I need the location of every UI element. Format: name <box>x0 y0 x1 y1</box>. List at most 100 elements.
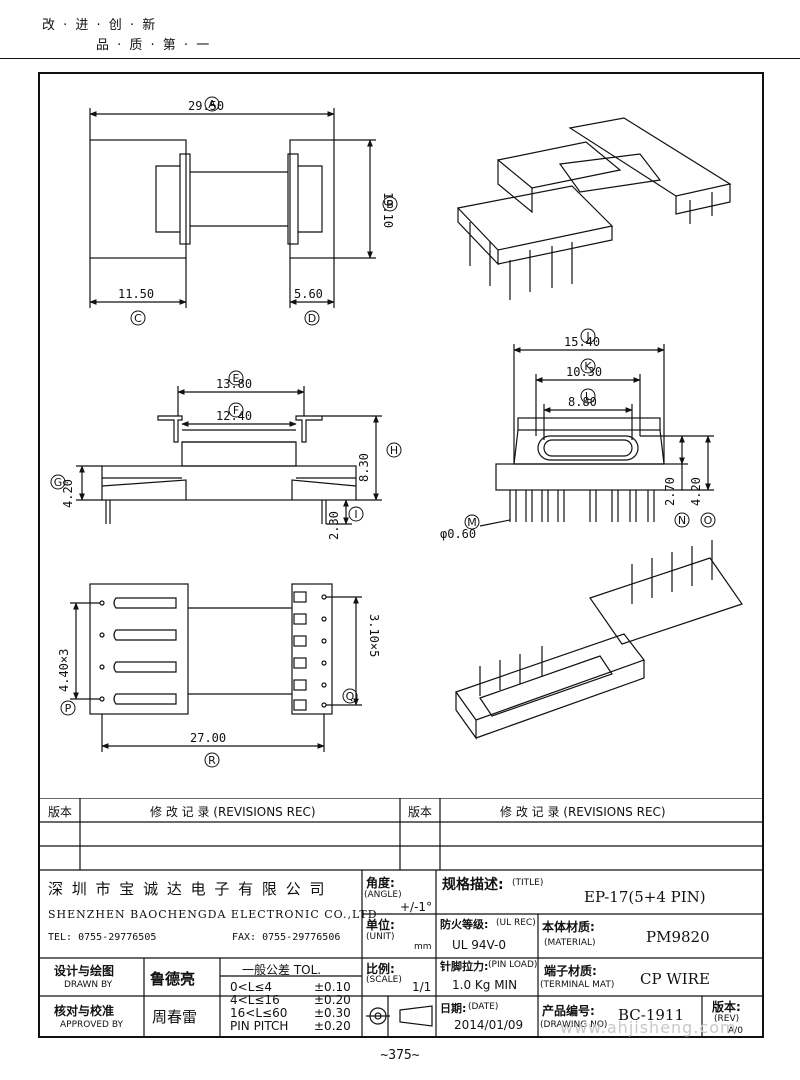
circle-label-b-ring <box>382 196 398 212</box>
tolerance-range: 16<L≤60 <box>230 1006 288 1020</box>
dim-P-value: 4.40×3 <box>57 649 71 692</box>
title-block-grid <box>40 798 762 1036</box>
slogan-line-1: 改 · 进 · 创 · 新 <box>42 18 158 33</box>
circle-label-a-ring <box>204 96 220 112</box>
technical-drawing: 29.50 19.10 11.50 5.60 13.80 12.40 4.20 … <box>50 96 743 768</box>
angle-label-en: (ANGLE) <box>364 890 402 900</box>
circle-label-o-ring <box>700 512 716 528</box>
pin-load-value: 1.0 Kg MIN <box>452 978 518 992</box>
terminal-label: 端子材质: <box>544 964 597 978</box>
drawn-label: 设计与绘图 <box>54 964 115 978</box>
approved-label: 核对与校准 <box>54 1004 115 1018</box>
bottom-view <box>70 583 362 752</box>
circle-label-h-ring <box>386 442 402 458</box>
unit-value: mm <box>414 942 432 952</box>
dim-G-value: 4.20 <box>61 479 75 508</box>
circle-label-e-ring <box>228 370 244 386</box>
fire-label-en: (UL REC) <box>496 918 536 928</box>
circle-label-p: P <box>65 702 72 715</box>
tolerance-value: ±0.30 <box>314 1006 351 1020</box>
material-label-en: (MATERIAL) <box>544 938 596 948</box>
title-label: 规格描述: <box>442 877 504 893</box>
circle-label-r-ring <box>204 752 220 768</box>
circle-label-r: R <box>208 754 216 767</box>
dim-L-value: 8.80 <box>568 395 597 409</box>
circle-label-d: D <box>308 312 316 325</box>
fire-value: UL 94V-0 <box>452 938 507 952</box>
tolerance-header: 一般公差 TOL. <box>242 963 322 977</box>
dim-E-value: 13.80 <box>216 377 252 391</box>
title-value: EP-17(5+4 PIN) <box>584 888 706 906</box>
scale-label-en: (SCALE) <box>366 975 402 985</box>
angle-label: 角度: <box>366 876 395 890</box>
dim-I-value: 2.30 <box>327 511 341 540</box>
tolerance-range: PIN PITCH <box>230 1019 289 1033</box>
dim-O-value: 4.20 <box>689 477 703 506</box>
approved-label-en: APPROVED BY <box>60 1020 124 1030</box>
material-value: PM9820 <box>646 928 710 946</box>
circle-label-c-ring <box>130 310 146 326</box>
front-view <box>76 386 382 525</box>
company-fax: FAX: 0755-29776506 <box>232 932 341 943</box>
angle-value: +/-1° <box>400 900 433 914</box>
circle-label-g: G <box>54 476 63 489</box>
dim-N-value: 2.70 <box>663 477 677 506</box>
drawn-name: 鲁德亮 <box>150 970 196 988</box>
tolerance-value: ±0.10 <box>314 980 351 994</box>
circle-label-q-ring <box>342 688 358 704</box>
scale-value: 1/1 <box>412 980 432 994</box>
rev-label: 版本: <box>712 1000 741 1014</box>
scale-label: 比例: <box>366 962 395 976</box>
drawn-label-en: DRAWN BY <box>64 980 113 990</box>
circle-label-f-ring <box>228 402 244 418</box>
circle-label-q: Q <box>346 690 355 703</box>
rev-value: A/0 <box>728 1026 743 1036</box>
dim-C-value: 11.50 <box>118 287 154 301</box>
terminal-label-en: (TERMINAL MAT) <box>540 980 615 990</box>
circle-label-c: C <box>134 312 142 325</box>
company-tel: TEL: 0755-29776505 <box>48 932 157 943</box>
circle-label-d-ring <box>304 310 320 326</box>
slogan-line-2: 品 · 质 · 第 · 一 <box>96 38 212 53</box>
revision-col-rec-left: 修 改 记 录 (REVISIONS REC) <box>150 805 316 819</box>
rev-label-en: (REV) <box>714 1014 740 1024</box>
revision-col-rev-right: 版本 <box>408 805 433 819</box>
circle-label-n-ring <box>674 512 690 528</box>
dim-J-value: 15.40 <box>564 335 600 349</box>
dim-D-value: 5.60 <box>294 287 323 301</box>
circle-label-a: A <box>208 98 216 111</box>
circle-label-m: M <box>467 516 477 529</box>
watermark: www.ahjisheng.com <box>560 1018 737 1037</box>
tolerance-range: 0<L≤4 <box>230 980 273 994</box>
dim-Q-value: 3.10×5 <box>367 614 381 657</box>
dim-R-value: 27.00 <box>190 731 226 745</box>
pin-load-label: 针脚拉力: <box>440 960 489 973</box>
circle-label-e: E <box>233 372 240 385</box>
unit-label-en: (UNIT) <box>366 932 395 942</box>
circle-label-n: N <box>678 514 686 527</box>
circle-label-l-ring <box>580 388 596 404</box>
company-name-en: SHENZHEN BAOCHENGDA ELECTRONIC CO.,LTD <box>48 908 378 921</box>
tolerance-value: ±0.20 <box>314 1019 351 1033</box>
date-label: 日期: <box>440 1002 467 1015</box>
circle-label-j-ring <box>580 328 596 344</box>
circle-label-m-ring <box>464 514 480 530</box>
circle-label-b: B <box>386 198 394 211</box>
circle-label-i: I <box>354 508 357 521</box>
drawing-no-label-en: (DRAWING NO) <box>540 1020 608 1030</box>
circle-label-k: K <box>584 360 592 373</box>
circle-label-h: H <box>390 444 398 457</box>
pin-load-label-en: (PIN LOAD) <box>488 960 538 970</box>
dim-F-value: 12.40 <box>216 409 252 423</box>
tolerance-range: 4<L≤16 <box>230 993 280 1007</box>
circle-label-o: O <box>704 514 713 527</box>
circle-label-i-ring <box>348 506 364 522</box>
drawing-no-value: BC-1911 <box>618 1006 685 1024</box>
circle-label-j: J <box>585 330 589 343</box>
dim-B-value: 19.10 <box>381 192 395 228</box>
company-name-cn: 深 圳 市 宝 诚 达 电 子 有 限 公 司 <box>48 880 327 898</box>
dim-H-value: 8.30 <box>357 453 371 482</box>
terminal-value: CP WIRE <box>640 970 710 988</box>
end-view <box>479 344 714 527</box>
date-label-en: (DATE) <box>468 1002 499 1012</box>
